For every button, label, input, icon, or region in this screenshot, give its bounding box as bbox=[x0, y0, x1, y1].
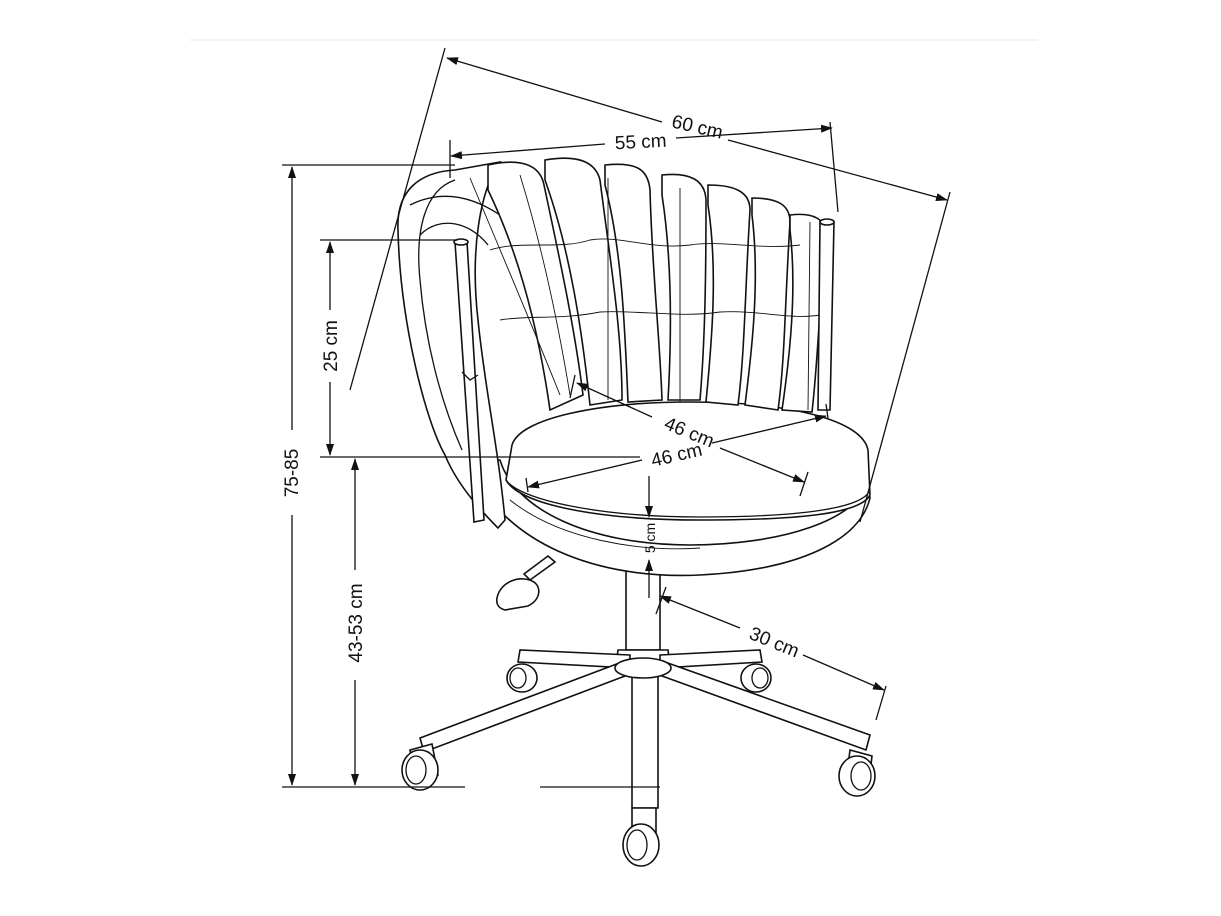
caster-back-right bbox=[740, 663, 772, 693]
ext-line-depth-a bbox=[569, 374, 576, 399]
ext-line-60-left bbox=[349, 47, 446, 391]
ext-line-55-right bbox=[829, 121, 839, 213]
ext-line-depth-b bbox=[799, 471, 809, 497]
dim-line-60-b bbox=[727, 139, 948, 201]
seat-cushion bbox=[505, 401, 871, 521]
ext-line-60-right bbox=[859, 191, 951, 523]
label-total-height: 75-85 bbox=[282, 449, 303, 498]
dim-line-55-b bbox=[675, 124, 833, 139]
ext-line-width-a bbox=[525, 477, 529, 493]
backrest-shell bbox=[397, 160, 506, 530]
dim-line-depth-a bbox=[576, 382, 653, 418]
dim-line-width-a bbox=[527, 459, 643, 489]
dimension-lines bbox=[282, 47, 951, 788]
label-seat-thickness: 5 cm bbox=[642, 523, 658, 553]
dim-line-radius-a bbox=[659, 595, 741, 629]
dim-line-60-a bbox=[446, 57, 663, 123]
chair-illustration bbox=[397, 157, 876, 867]
label-width-outer: 60 cm bbox=[670, 112, 725, 144]
ext-line-width-b bbox=[825, 403, 829, 419]
dim-line-55-a bbox=[450, 143, 606, 160]
caster-front-left bbox=[401, 743, 439, 791]
dim-line-depth-b bbox=[719, 447, 805, 483]
dim-line-radius-b bbox=[802, 654, 885, 691]
backrest-frame bbox=[453, 218, 835, 523]
caster-front-center bbox=[622, 807, 660, 867]
caster-back-left bbox=[506, 663, 538, 693]
label-width-inner: 55 cm bbox=[614, 131, 667, 155]
ext-line-radius-b bbox=[875, 685, 887, 721]
height-lever bbox=[495, 554, 557, 611]
seat-base-shell bbox=[466, 459, 871, 577]
star-base bbox=[419, 649, 871, 809]
woven-backrest bbox=[469, 157, 826, 413]
dim-line-width-b bbox=[711, 414, 827, 444]
caster-front-right bbox=[838, 748, 876, 797]
label-backrest-height: 25 cm bbox=[321, 320, 342, 372]
label-seat-height: 43-53 cm bbox=[346, 583, 367, 662]
